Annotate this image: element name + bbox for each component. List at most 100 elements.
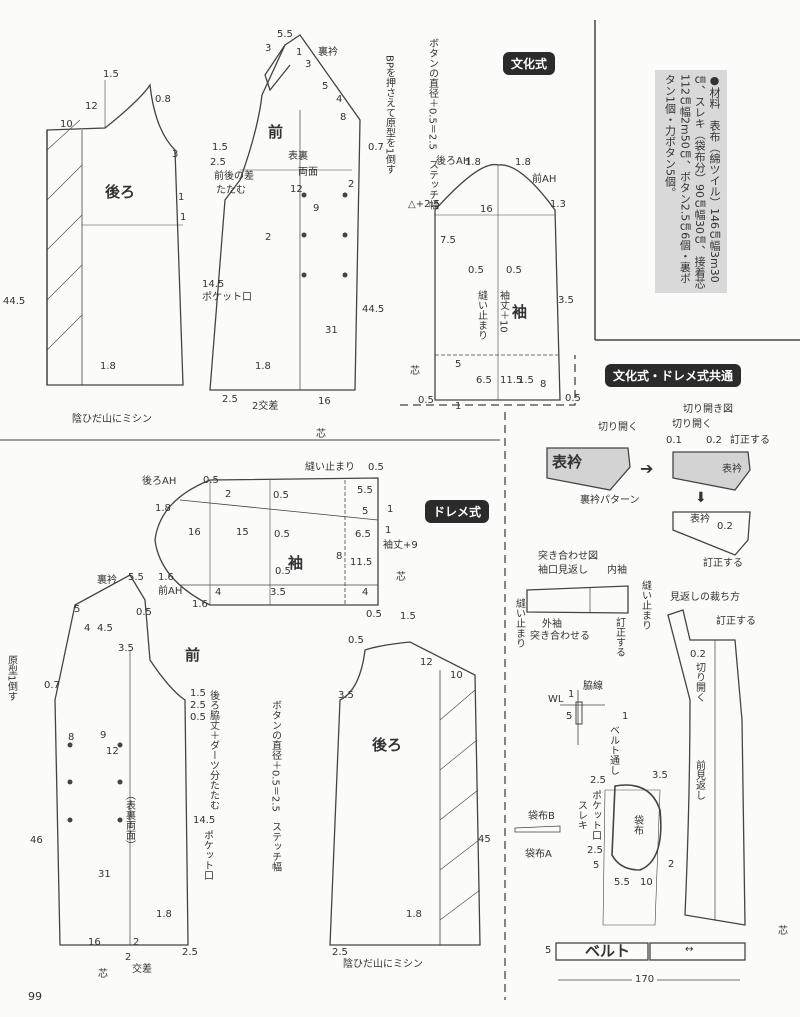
measure: 1 — [178, 192, 185, 203]
label: 縫い止まり — [305, 462, 355, 473]
measure: 10 — [60, 119, 73, 130]
label: 見返しの裁ち方 — [670, 592, 740, 603]
measure: 1.8 — [515, 157, 531, 168]
measure: 0.5 — [348, 635, 364, 646]
button-note: ボタンの直径＋0.5＝2.5 ステッチ幅 — [426, 38, 438, 210]
measure: 3.5 — [118, 643, 134, 654]
label: 袖丈＋10 — [497, 290, 509, 333]
measure: 15 — [236, 527, 249, 538]
measure: 44.5 — [3, 296, 26, 307]
label: 袋布B — [528, 811, 555, 822]
measure: 1 — [387, 504, 394, 515]
bp-note: BPを押さえて原型を1倒す — [383, 55, 395, 175]
label: 後ろ脇丈＋ダーツ分たたむ — [207, 690, 219, 810]
label: 袖丈+9 — [383, 540, 418, 551]
label: 表衿 — [722, 464, 742, 475]
measure: 8 — [68, 732, 75, 743]
label: ベルト通し — [607, 725, 619, 775]
measure: 2.5 — [210, 157, 226, 168]
measure: 12 — [290, 184, 303, 195]
label: 内袖 — [607, 565, 627, 576]
measure: 5.5 — [357, 485, 373, 496]
label: 突き合わせ図 — [538, 551, 598, 562]
measure: 3.5 — [270, 587, 286, 598]
label: 前AH — [158, 586, 183, 597]
measure: 4 — [336, 94, 343, 105]
measure: 10 — [640, 877, 653, 888]
measure: 16 — [188, 527, 201, 538]
label: ポケット口 — [589, 790, 601, 840]
label: 表裏 — [288, 151, 308, 162]
label: 裏衿 — [318, 47, 338, 58]
label: 訂正する — [613, 617, 625, 657]
piece-label-front: 前 — [268, 123, 284, 141]
measure: 3 — [172, 149, 179, 160]
measure: 5 — [362, 506, 369, 517]
label: 後ろAH — [142, 476, 177, 487]
measure: 16 — [318, 396, 331, 407]
measure: 1.8 — [255, 361, 271, 372]
measure: 170 — [632, 975, 658, 985]
label: 交差 — [132, 964, 152, 975]
measure: 3 — [305, 59, 312, 70]
measure: 5 — [322, 81, 329, 92]
measure: 0.5 — [203, 475, 219, 486]
measure: 2 — [125, 952, 132, 963]
measure: 45 — [478, 834, 491, 845]
measure: 1.5 — [103, 69, 119, 80]
label: 前見返し — [693, 760, 705, 800]
label: たたむ — [216, 185, 246, 196]
measure: 1 — [385, 525, 392, 536]
label: 前AH — [532, 174, 557, 185]
measure: 1 — [568, 689, 575, 700]
measure: 12 — [106, 746, 119, 757]
measure: 0.8 — [155, 94, 171, 105]
measure: 1.8 — [155, 503, 171, 514]
measure: 6.5 — [476, 375, 492, 386]
measure: 2.5 — [182, 947, 198, 958]
piece-label-back: 後ろ — [372, 736, 403, 754]
measure: 0.5 — [273, 490, 289, 501]
measure: 7.5 — [440, 235, 456, 246]
measure: 0.5 — [366, 609, 382, 620]
measure: 1.5 — [518, 375, 534, 386]
measure: 0.5 — [565, 393, 581, 404]
label: 訂正する — [730, 435, 770, 446]
measure: 3.5 — [558, 295, 574, 306]
measure: 9 — [100, 730, 107, 741]
label: 裏衿 — [97, 575, 117, 586]
measure: 1.6 — [158, 572, 174, 583]
label: 縫い止まり — [513, 598, 525, 648]
measure: 0.7 — [368, 142, 384, 153]
label: 後ろAH — [436, 156, 471, 167]
label: 外袖 — [542, 619, 562, 630]
label: 訂正する — [703, 558, 743, 569]
measure: 3 — [265, 43, 272, 54]
measure: 14.5 — [193, 815, 216, 826]
belt-label: ベルト — [585, 942, 631, 960]
badge-bunka: 文化式 — [503, 52, 556, 75]
label: WL — [548, 694, 564, 705]
measure: 2 — [225, 489, 232, 500]
label: 原型1倒す — [5, 655, 17, 702]
measure: 0.5 — [274, 529, 290, 540]
label: 2交差 — [252, 401, 279, 412]
measure: 1 — [296, 47, 303, 58]
piece-label-sleeve: 袖 — [512, 303, 528, 321]
measure: 1 — [455, 401, 462, 412]
label: 前後の差 — [214, 171, 254, 182]
measure: 12 — [420, 657, 433, 668]
measure: 5.5 — [614, 877, 630, 888]
measure: 2.5 — [332, 947, 348, 958]
label: 表衿 — [552, 453, 583, 471]
measure: 16 — [480, 204, 493, 215]
note: 陰ひだ山にミシン — [343, 959, 423, 970]
measure: 1.8 — [100, 361, 116, 372]
piece-label-back: 後ろ — [105, 183, 136, 201]
measure: 0.2 — [706, 435, 722, 446]
measure: 4 — [215, 587, 222, 598]
measure: 8 — [340, 112, 347, 123]
label: 切り開く — [598, 422, 638, 433]
